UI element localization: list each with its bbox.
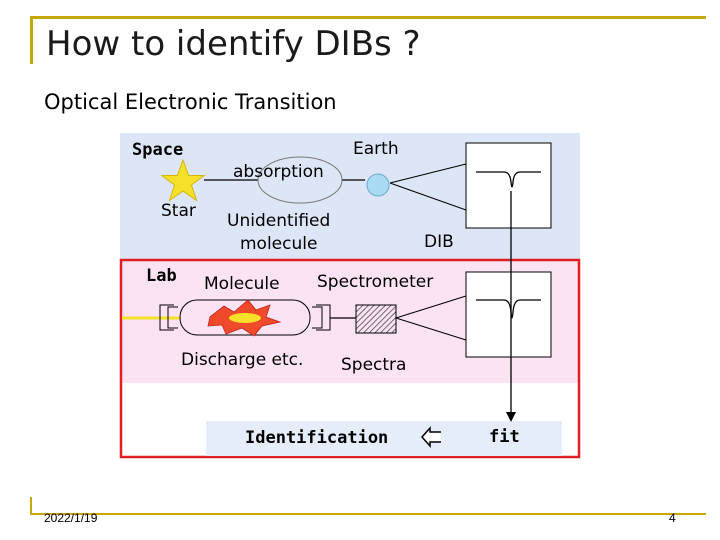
lab-funnel-bottom: [395, 317, 467, 341]
discharge-core: [229, 313, 261, 323]
funnel-top: [389, 163, 467, 184]
frame-top-rule: [30, 16, 706, 19]
space-spectrum-box: [465, 142, 552, 229]
identification-box: [206, 421, 562, 456]
identification-arrow-icon: [420, 426, 441, 448]
slide-title: How to identify DIBs ?: [46, 24, 421, 64]
spectrometer-label: Spectrometer: [317, 272, 434, 292]
lab-label: Lab: [146, 266, 177, 286]
lab-funnel-top: [395, 295, 467, 319]
footer-date: 2022/1/19: [44, 511, 98, 525]
absorption-label: absorption: [233, 162, 324, 182]
star-icon: [160, 158, 206, 202]
fit-arrow-head: [506, 412, 516, 422]
lab-border: [119, 258, 581, 459]
molecule-label-space: molecule: [240, 234, 318, 254]
discharge-label: Discharge etc.: [181, 350, 304, 370]
dib-label: DIB: [424, 232, 454, 252]
spectrometer-icon: [355, 304, 397, 334]
earth-icon: [366, 173, 390, 197]
left-bracket-outer: [159, 304, 174, 331]
frame-left-rule: [30, 16, 33, 64]
star-label: Star: [161, 201, 196, 221]
space-label: Space: [132, 140, 184, 160]
earth-label: Earth: [353, 139, 399, 159]
funnel-bottom: [389, 182, 467, 211]
frame-bottom-left-rule: [30, 497, 32, 515]
lab-spectrum-box: [465, 271, 552, 358]
unidentified-label: Unidentified: [227, 211, 331, 231]
page-number: 4: [669, 511, 676, 525]
left-bracket-inner: [167, 306, 178, 329]
fit-label: fit: [489, 427, 520, 447]
identification-label: Identification: [245, 428, 389, 448]
molecule-cloud: [257, 156, 343, 204]
spectra-label: Spectra: [341, 355, 407, 375]
right-bracket-inner: [312, 306, 323, 329]
molecule-label: Molecule: [204, 274, 280, 294]
space-spectrum-line: [476, 171, 541, 188]
lab-spectrum-line: [476, 299, 541, 319]
slide-subtitle: Optical Electronic Transition: [44, 90, 337, 114]
frame-bottom-rule: [30, 513, 706, 515]
